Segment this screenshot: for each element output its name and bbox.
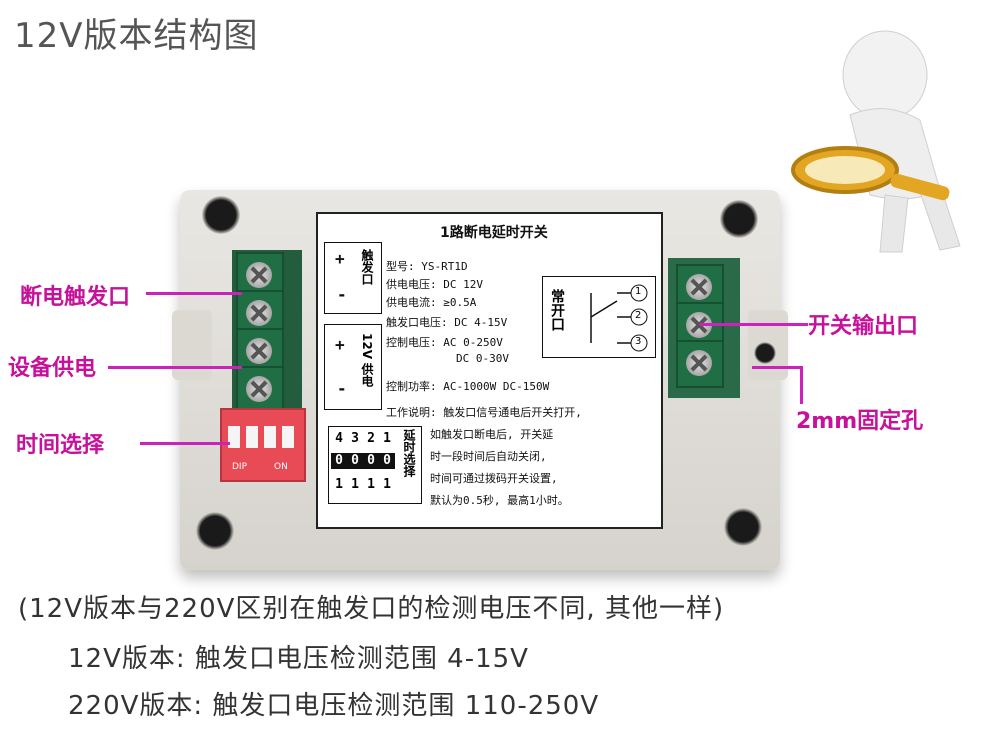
delay-cell: 1 [335, 477, 343, 492]
mount-hole-top-left [202, 196, 240, 234]
note-220v-range: 220V版本: 触发口电压检测范围 110-250V [68, 691, 600, 721]
mount-ear-left [172, 310, 212, 380]
screw-icon [686, 350, 712, 376]
work-desc-line-5: 默认为0.5秒, 最高1小时。 [430, 494, 569, 507]
label-panel: 1路断电延时开关 + - 触发口 + - 12V 供电 型号: YS-RT1D … [316, 212, 663, 529]
dip-mark-on: ON [274, 462, 288, 472]
trigger-box: + - 触发口 [324, 242, 382, 314]
spec-control-voltage: 控制电压: AC 0-250V [386, 336, 503, 349]
callout-time-select: 时间选择 [16, 433, 105, 458]
spec-control-power: 控制功率: AC-1000W DC-150W [386, 380, 550, 393]
spec-trigger-voltage: 触发口电压: DC 4-15V [386, 316, 508, 329]
relay-pin-2: 2 [635, 310, 642, 321]
delay-header-1: 1 [383, 431, 391, 446]
relay-box: 常开口 1 2 3 [542, 276, 656, 358]
power-box: + - 12V 供电 [324, 324, 382, 410]
spec-control-voltage-dc: DC 0-30V [456, 352, 509, 365]
power-plus: + [335, 335, 345, 354]
screw-icon [246, 300, 272, 326]
delay-header-3: 3 [351, 431, 359, 446]
page-title: 12V版本结构图 [14, 16, 259, 56]
delay-header-4: 4 [335, 431, 343, 446]
note-difference: (12V版本与220V区别在触发口的检测电压不同, 其他一样) [18, 594, 725, 624]
spec-model: 型号: YS-RT1D [386, 260, 468, 273]
power-minus: - [337, 379, 347, 398]
relay-pin-3: 3 [635, 336, 642, 347]
leader-mount-hole-vertical [800, 366, 803, 404]
screw-icon [246, 338, 272, 364]
power-label: 12V 供电 [360, 333, 374, 388]
figure-with-magnifier [791, 30, 961, 253]
note-12v-range: 12V版本: 触发口电压检测范围 4-15V [68, 644, 529, 674]
trigger-minus: - [337, 285, 347, 304]
delay-cell: 0 [363, 453, 379, 469]
delay-cell: 0 [379, 453, 395, 469]
leader-switch-output [700, 323, 808, 326]
leader-time-select [140, 442, 230, 445]
callout-switch-output: 开关输出口 [808, 314, 919, 339]
work-desc-line-2: 如触发口断电后, 开关延 [430, 428, 554, 441]
delay-cell: 1 [367, 477, 375, 492]
delay-cell: 1 [383, 477, 391, 492]
relay-pin-1: 1 [635, 286, 642, 297]
callout-device-power: 设备供电 [8, 356, 97, 381]
relay-contact-symbol [590, 284, 648, 352]
delay-cell: 0 [347, 453, 363, 469]
screw-icon [246, 376, 272, 402]
callout-mount-hole: 2mm固定孔 [796, 409, 924, 434]
leader-trigger-port [146, 292, 242, 295]
relay-label: 常开口 [549, 289, 565, 331]
delay-cell: 1 [351, 477, 359, 492]
dip-mark-dip: DIP [232, 462, 248, 472]
work-desc-line-3: 时一段时间后自动关闭, [430, 450, 547, 463]
dip-switch: DIP ON [220, 408, 306, 482]
delay-select-label: 延时选择 [402, 429, 416, 477]
delay-cell: 0 [331, 453, 347, 469]
side-fixing-hole [754, 342, 776, 364]
terminal-output-3 [676, 340, 724, 388]
terminal-power-minus [236, 366, 284, 414]
leader-mount-hole-horizontal [752, 366, 802, 369]
spec-supply-current: 供电电流: ≥0.5A [386, 296, 477, 309]
callout-trigger-port: 断电触发口 [20, 285, 131, 310]
mount-hole-bottom-right [724, 508, 762, 546]
screw-icon [246, 262, 272, 288]
spec-supply-voltage: 供电电压: DC 12V [386, 278, 483, 291]
work-desc-line-1: 工作说明: 触发口信号通电后开关打开, [386, 406, 582, 419]
mount-hole-bottom-left [196, 512, 234, 550]
panel-heading: 1路断电延时开关 [440, 225, 548, 241]
leader-device-power [108, 366, 242, 369]
mount-hole-top-right [720, 200, 758, 238]
delay-select-table: 4 3 2 1 0 0 0 0 1 1 1 1 延时选择 [328, 426, 422, 504]
delay-header-2: 2 [367, 431, 375, 446]
trigger-label: 触发口 [360, 249, 374, 285]
work-desc-line-4: 时间可通过拨码开关设置, [430, 472, 558, 485]
trigger-plus: + [335, 249, 345, 268]
screw-icon [686, 274, 712, 300]
